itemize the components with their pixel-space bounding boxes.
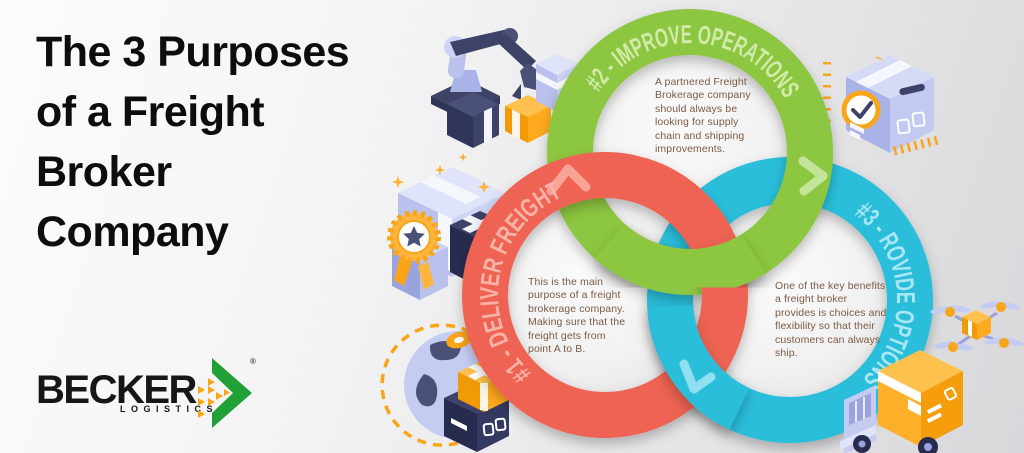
- ring-1-description: This is the main purpose of a freight br…: [528, 276, 626, 356]
- ring-2-overlap-arc: [594, 223, 766, 295]
- sparkle-icon: [392, 176, 404, 188]
- page-title: The 3 Purposes of a Freight Broker Compa…: [36, 28, 350, 256]
- chevron-up-icon: [546, 164, 591, 196]
- orbit-dashed-line: [380, 323, 484, 447]
- becker-logistics-logo: BECKER LOGISTICS ®: [36, 356, 256, 431]
- robotic-arm-illustration: [431, 28, 579, 148]
- sparkle-icon: [435, 165, 445, 175]
- ring-2-description: A partnered Freight Brokerage company sh…: [655, 76, 751, 156]
- logo-arrow-icon: ®: [198, 357, 256, 428]
- sparkle-icon: [478, 181, 490, 193]
- ring-3-description: One of the key benefits a freight broker…: [775, 280, 887, 360]
- chevron-down-icon: [679, 359, 716, 394]
- delivery-drone-illustration: [930, 301, 1024, 352]
- registered-mark: ®: [250, 357, 256, 366]
- star-icon: [403, 226, 425, 247]
- ruler-ticks: [892, 135, 940, 156]
- ring-3-overlap-arc: [647, 304, 750, 430]
- sparkle-icon: [458, 153, 468, 162]
- clock-icon: [841, 90, 881, 130]
- package-with-clock-illustration: [823, 55, 940, 172]
- ring-deliver-freight: [462, 152, 748, 438]
- logo-brand-text: BECKER: [36, 368, 197, 412]
- delivery-truck-illustration: [840, 350, 963, 453]
- logo-subtitle-text: LOGISTICS: [120, 404, 219, 414]
- chevron-right-icon: [798, 156, 828, 196]
